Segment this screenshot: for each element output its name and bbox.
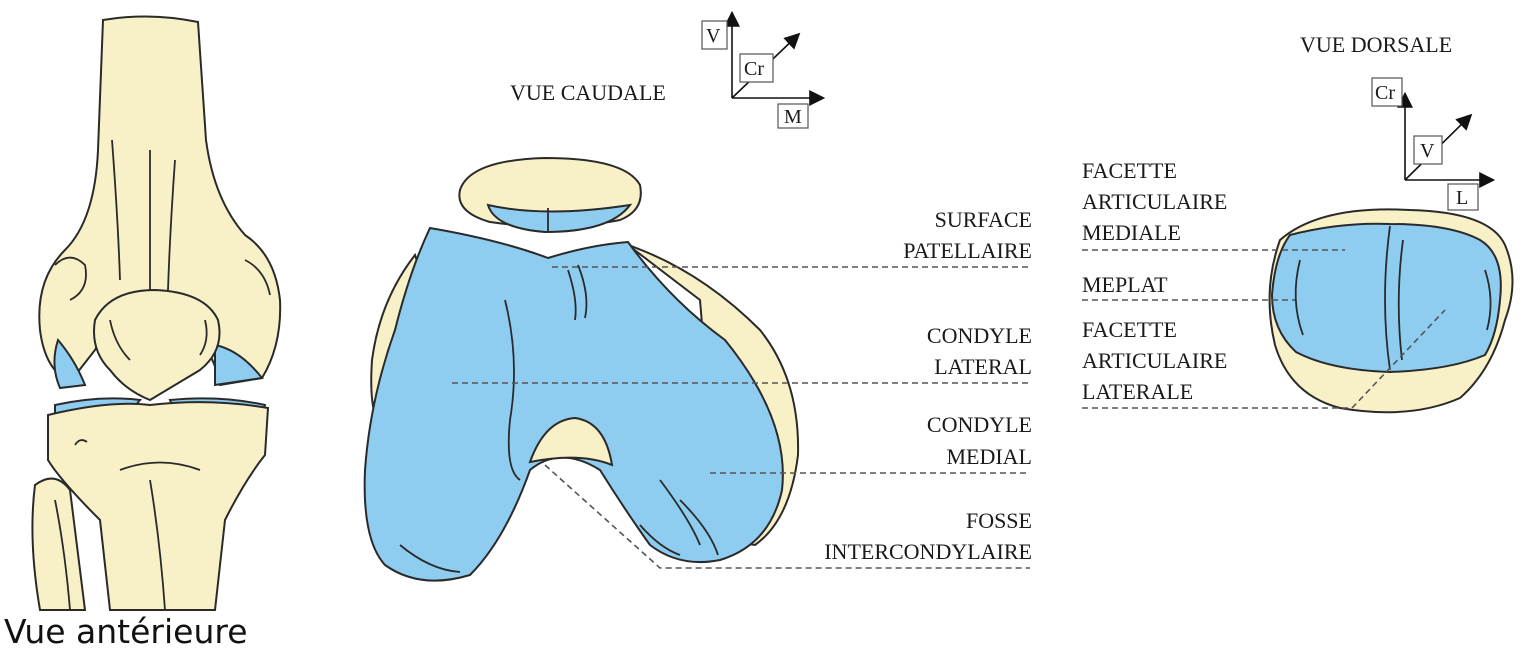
dorsal-axes: Cr V L: [1372, 78, 1492, 210]
patella-articular-surface: [1272, 224, 1501, 372]
axis-cr-dorsal-label: Cr: [1375, 82, 1395, 104]
dorsal-view-drawing: [1270, 209, 1513, 412]
label-meplat: MEPLAT: [1082, 272, 1168, 297]
label-facette-med-3: MEDIALE: [1082, 220, 1181, 245]
label-fosse-1: FOSSE: [966, 508, 1032, 533]
fibula: [32, 479, 85, 610]
label-condyle-lateral-1: CONDYLE: [927, 323, 1032, 348]
caudal-axes: V Cr M: [702, 14, 822, 128]
axis-v-dorsal-label: V: [1420, 140, 1435, 162]
label-facette-lat-3: LATERALE: [1082, 379, 1193, 404]
label-surface-patellaire-2: PATELLAIRE: [903, 238, 1032, 263]
label-facette-med-1: FACETTE: [1082, 158, 1177, 183]
axis-m-label: M: [784, 106, 802, 128]
label-facette-med-2: ARTICULAIRE: [1082, 189, 1227, 214]
dorsal-view-title: VUE DORSALE: [1300, 32, 1452, 57]
axis-v-label: V: [706, 25, 721, 47]
patella: [94, 290, 220, 400]
label-surface-patellaire-1: SURFACE: [935, 207, 1032, 232]
femur-articular-surface: [365, 228, 783, 581]
axis-l-dorsal-label: L: [1456, 187, 1468, 209]
caudal-view-title: VUE CAUDALE: [510, 80, 666, 105]
caudal-view-drawing: [365, 158, 798, 581]
label-condyle-medial-2: MEDIAL: [946, 444, 1032, 469]
axis-cr-label: Cr: [744, 58, 764, 80]
label-facette-lat-1: FACETTE: [1082, 317, 1177, 342]
label-condyle-medial-1: CONDYLE: [927, 412, 1032, 437]
figure-caption: Vue antérieure: [4, 612, 248, 651]
caudal-labels: SURFACE PATELLAIRE CONDYLE LATERAL CONDY…: [824, 207, 1032, 564]
knee-anterior-drawing: [32, 16, 280, 610]
label-facette-lat-2: ARTICULAIRE: [1082, 348, 1227, 373]
dorsal-labels: FACETTE ARTICULAIRE MEDIALE MEPLAT FACET…: [1082, 158, 1227, 404]
label-condyle-lateral-2: LATERAL: [934, 354, 1032, 379]
label-fosse-2: INTERCONDYLAIRE: [824, 539, 1032, 564]
